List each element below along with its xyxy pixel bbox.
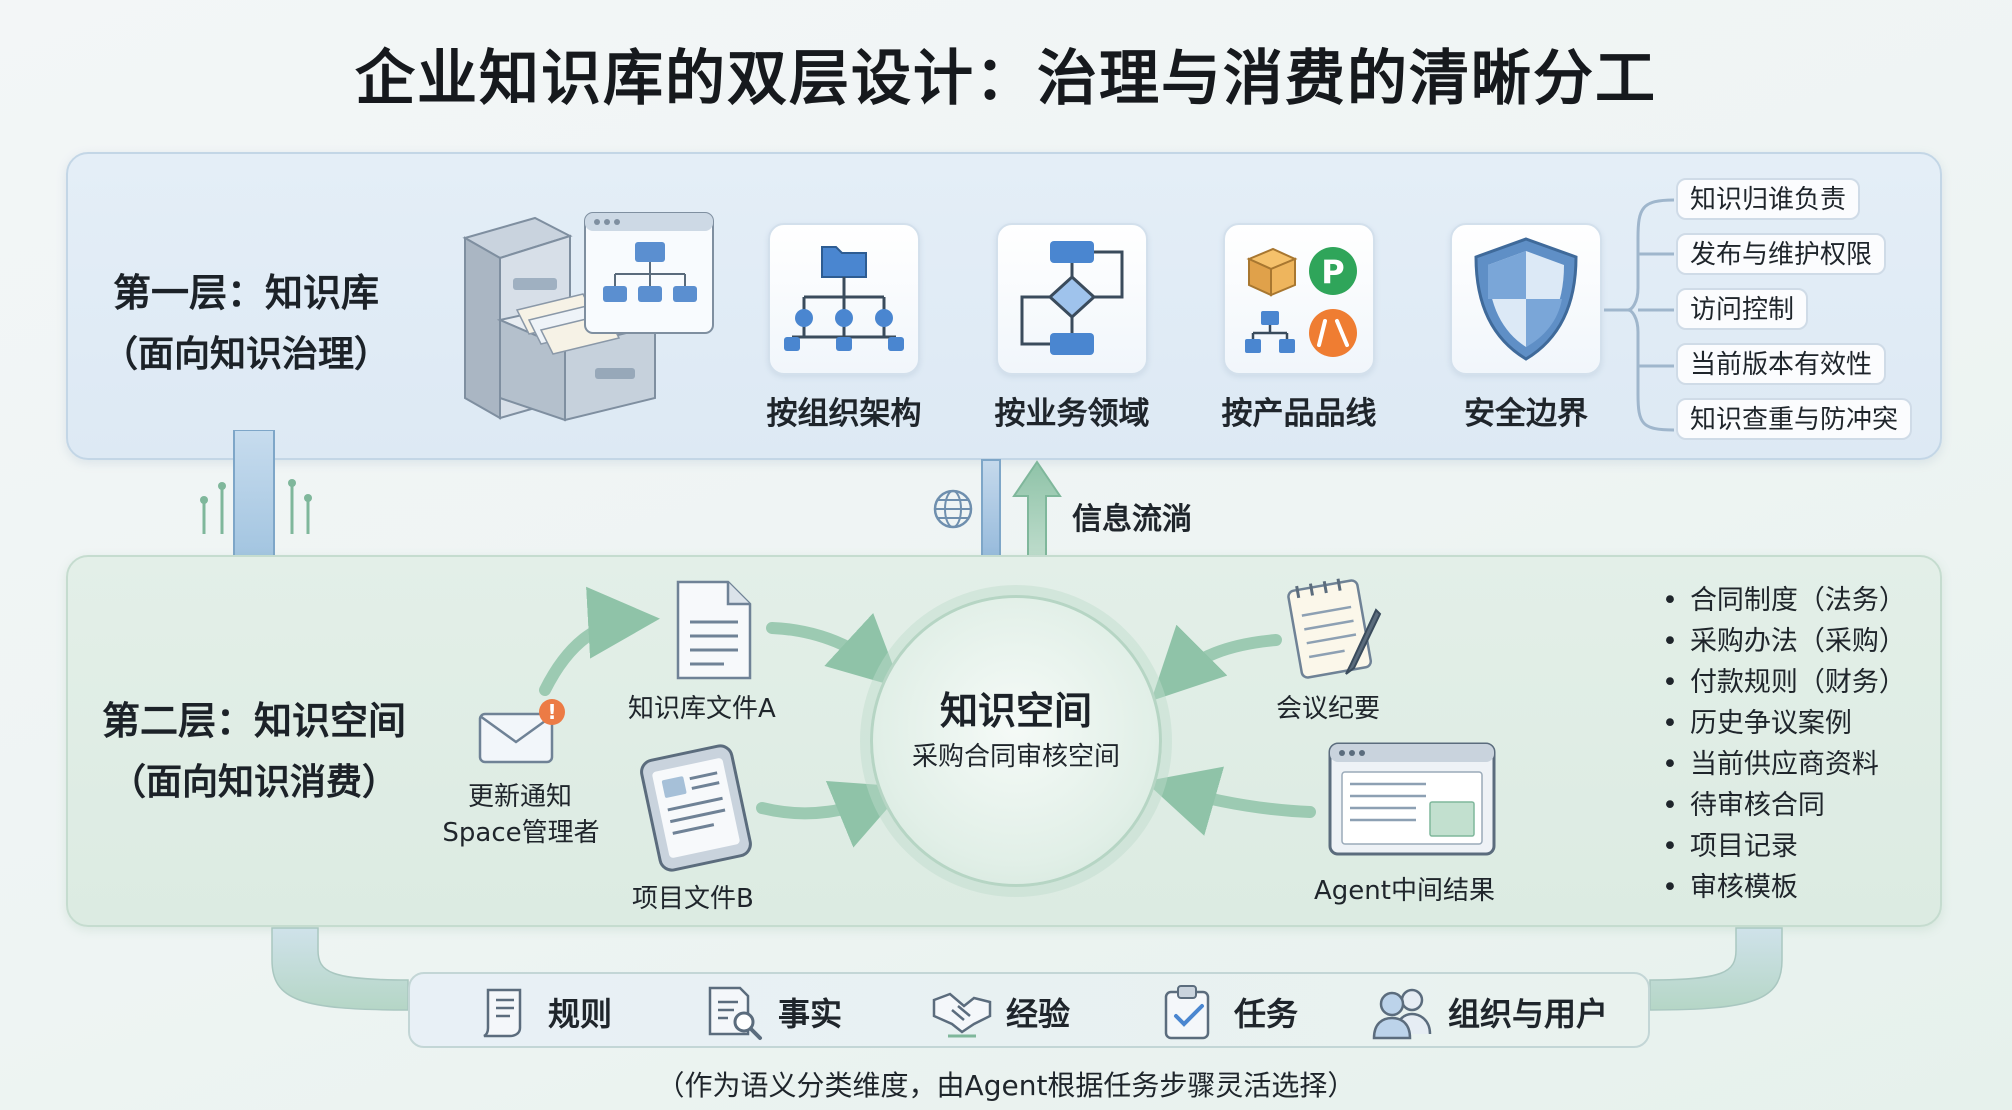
notify-line1: 更新通知 (467, 782, 572, 812)
governance-tag-dedup: 知识查重与防冲突 (1676, 398, 1913, 440)
governance-tag-permission: 发布与维护权限 (1676, 233, 1887, 275)
category-label-business: 按业务领域 (994, 396, 1150, 432)
layer2-title: 第二层：知识空间 (101, 699, 406, 743)
content-item: 合同制度（法务） (1662, 578, 1906, 617)
content-item: 待审核合同 (1662, 783, 1825, 822)
input-label-meeting: 会议纪要 (1276, 694, 1381, 724)
governance-tag-version: 当前版本有效性 (1676, 343, 1887, 385)
content-item: 采购办法（采购） (1662, 619, 1906, 658)
dimension-label-org-users: 组织与用户 (1448, 995, 1609, 1033)
org-tree-icon (784, 246, 904, 351)
svg-text:P: P (1321, 253, 1344, 291)
content-item: 历史争议案例 (1662, 701, 1852, 740)
mail-notification-icon: ! (478, 699, 565, 764)
layer2-heading: 第二层：知识空间 （面向知识消费） (84, 690, 424, 805)
business-domain-card (996, 223, 1148, 375)
layer1-heading: 第一层：知识库 （面向知识治理） (96, 262, 396, 377)
sprout-icon (200, 479, 312, 534)
center-title: 知识空间 (939, 689, 1092, 733)
document-icon (676, 580, 752, 680)
category-label-security: 安全边界 (1464, 396, 1588, 432)
content-item: 审核模板 (1662, 865, 1798, 904)
flow-label: 信息流淌 (1072, 502, 1192, 537)
layer1-subtitle: （面向知识治理） (101, 334, 390, 375)
content-item: 付款规则（财务） (1662, 660, 1906, 699)
dimension-label-experience: 经验 (1006, 995, 1071, 1033)
footer-caption: （作为语义分类维度，由Agent根据任务步骤灵活选择） (656, 1069, 1356, 1102)
clipboard-check-icon (1164, 985, 1210, 1040)
input-label-file-a: 知识库文件A (628, 694, 776, 724)
input-label-file-b: 项目文件B (632, 884, 754, 914)
content-item: 项目记录 (1662, 824, 1798, 863)
content-item: 当前供应商资料 (1662, 742, 1879, 781)
dimension-label-tasks: 任务 (1234, 995, 1299, 1033)
notify-line2: Space管理者 (442, 818, 600, 848)
scroll-icon (483, 988, 522, 1038)
governance-tag-owner: 知识归谁负责 (1676, 178, 1861, 220)
product-line-icon: P (1245, 247, 1357, 357)
document-search-icon (708, 986, 762, 1040)
product-line-card: P (1223, 223, 1375, 375)
knowledge-space-circle (870, 595, 1162, 887)
input-label-agent: Agent中间结果 (1314, 876, 1495, 906)
dimension-label-rules: 规则 (548, 995, 613, 1033)
semantic-dimensions-bar (408, 972, 1650, 1048)
file-cabinet-icon (462, 212, 714, 422)
notepad-pen-icon (1287, 578, 1382, 679)
shield-icon (1474, 237, 1578, 361)
dimension-label-facts: 事实 (778, 995, 843, 1033)
layer1-title: 第一层：知识库 (112, 271, 379, 315)
tablet-document-icon (640, 744, 752, 872)
center-subtitle: 采购合同审核空间 (911, 742, 1120, 772)
security-boundary-card (1450, 223, 1602, 375)
governance-tag-access: 访问控制 (1676, 288, 1809, 330)
handshake-icon (932, 992, 992, 1038)
org-structure-card (768, 223, 920, 375)
app-window-icon (1328, 742, 1496, 856)
governance-bracket (1604, 198, 1675, 432)
flowchart-icon (1020, 241, 1124, 355)
category-label-org: 按组织架构 (766, 396, 922, 432)
layer2-subtitle: （面向知识消费） (109, 762, 398, 803)
category-label-product: 按产品品线 (1221, 396, 1377, 432)
svg-text:!: ! (547, 700, 556, 724)
page-title: 企业知识库的双层设计：治理与消费的清晰分工 (355, 44, 1657, 114)
users-icon (1372, 988, 1432, 1040)
globe-icon (933, 489, 973, 529)
